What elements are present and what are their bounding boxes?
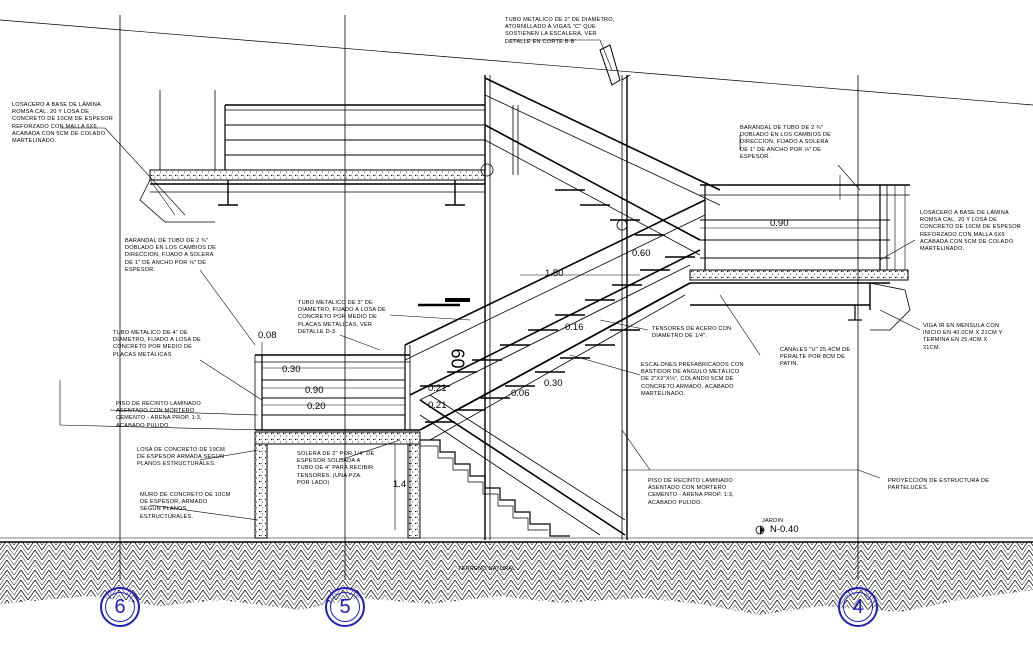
dimension-lines [261,175,880,530]
left-landing [254,345,421,539]
note-tubo-2-diametro: TUBO METALICO DE 2" DE DIAMETRO, ATORNIL… [505,17,615,45]
note-solera: SOLERA DE 2" POR 1/4" DE ESPESOR SOLDADA… [297,451,375,486]
axis-bubble-5: 5 [325,587,365,627]
dim-006: 0.06 [511,388,530,399]
note-losacero-right: LOSACERO A BASE DE LÁMINA ROMSA CAL. 20 … [920,210,1022,253]
axis-label-4: 4 [843,592,873,622]
ground-terrain [0,537,1033,615]
right-landing [689,184,911,331]
grid-axis-lines [119,15,859,580]
note-jardin: JARDIN [762,518,784,524]
dim-090-right: 0.90 [770,218,789,229]
leader-lines [59,39,921,521]
dim-021-b: 0.21 [428,400,447,411]
note-muro-concreto: MURO DE CONCRETO DE 10cm DE ESPESOR, ARM… [140,492,231,520]
central-posts [480,44,631,540]
note-tubo-3-diametro: TUBO METALICO DE 3" DE DIAMETRO, FIJADO … [298,300,386,335]
dim-030-mid: 0.30 [544,378,563,389]
dim-14: 1.4 [393,479,407,490]
dim-030-left: 0.30 [282,364,301,375]
dim-150: 1.50 [545,268,564,279]
dim-008: 0.08 [258,330,277,341]
axis-bubble-4: 4 [838,587,878,627]
note-tubo-4-diametro: TUBO METALICO DE 4" DE DIAMETRO, FIJADO … [113,330,201,358]
upper-left-slab [0,19,1033,223]
note-piso-left: PISO DE RECINTO LAMINADO ASENTADO CON MO… [116,401,202,429]
note-barandal-left: BARANDAL DE TUBO DE 2 ¾" DOBLADO EN LOS … [125,238,217,273]
axis-label-5: 5 [330,592,360,622]
dim-060: 0.60 [632,248,651,259]
note-piso-right: PISO DE RECINTO LAMINADO ASENTADO CON MO… [648,478,734,506]
axis-label-6: 6 [105,592,135,622]
note-terreno-natural: TERRENO NATURAL [458,566,516,572]
note-tensores: TENSORES DE ACERO CON DIAMETRO DE 1/4". [652,326,732,340]
ground-stair [419,394,626,537]
axis-bubble-6: 6 [100,587,140,627]
upper-flight [484,77,721,256]
note-losa-concreto: LOSA DE CONCRETO DE 10cm DE ESPESOR ARMA… [137,447,226,468]
dim-60-rotated: 60 [447,348,468,369]
level-mark [755,525,765,535]
lower-flight [404,199,706,441]
note-proyeccion: PROYECCIÓN DE ESTRUCTURA DE PARTELUCES. [888,478,990,492]
note-viga-ir: VIGA IR EN MENSULA CON INICIO EN 40.0cm … [923,323,1003,351]
note-escalones: ESCALONES PREFABRICADOS CON BASTIDOR DE … [641,362,744,397]
note-canales: CANALES "U" 25.4cm DE PERALTE POR 8cm DE… [780,347,851,368]
note-losacero-left: LOSACERO A BASE DE LÁMINA ROMSA CAL. 20 … [12,102,114,145]
dim-021-a: 0.21 [428,383,447,394]
dim-016: 0.16 [565,322,584,333]
level-n-040: N-0.40 [770,524,799,535]
dim-090-left: 0.90 [305,385,324,396]
note-barandal-right: BARANDAL DE TUBO DE 2 ¾" DOBLADO EN LOS … [740,125,832,160]
dim-020: 0.20 [307,401,326,412]
